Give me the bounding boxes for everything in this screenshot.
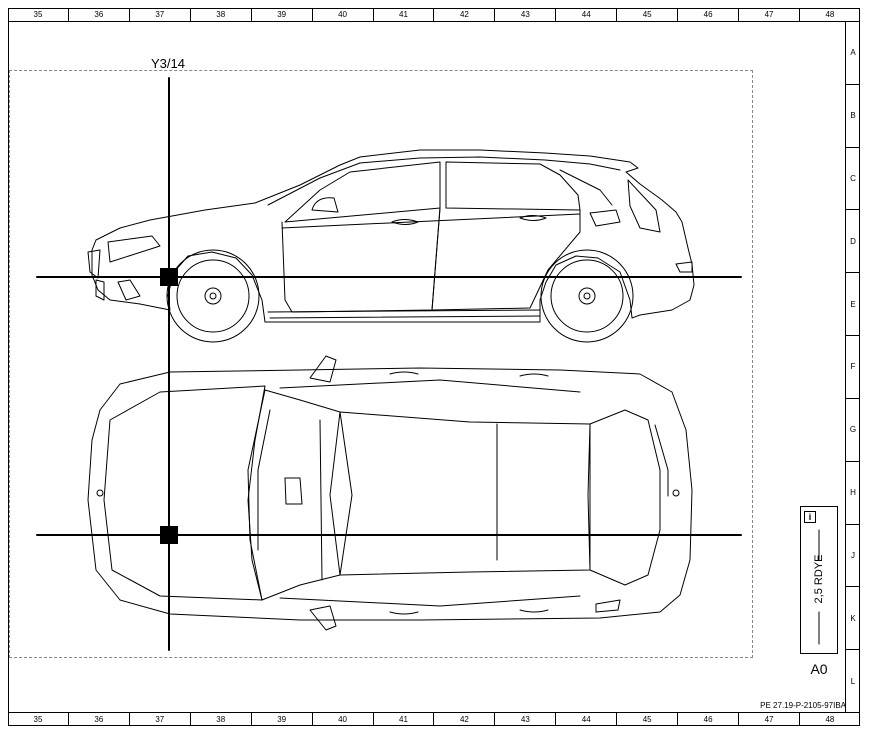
row-label: J — [846, 525, 860, 588]
wire-designation-text: 2,5 RDYE — [813, 554, 825, 604]
top-column-label: 39 — [252, 8, 313, 21]
top-column-label: 44 — [556, 8, 618, 21]
top-column-label: 43 — [495, 8, 557, 21]
top-column-label: 41 — [374, 8, 435, 21]
row-label: G — [846, 399, 860, 462]
bottom-column-label: 42 — [434, 713, 496, 726]
info-icon: i — [804, 511, 816, 523]
bottom-column-label: 48 — [825, 715, 835, 724]
drawing-number: PE 27.19-P-2105-97IBA — [760, 701, 846, 710]
ground-point-label: A0 — [810, 661, 828, 677]
top-column-label: 42 — [434, 8, 496, 21]
top-column-label: 47 — [739, 8, 800, 21]
row-label: F — [846, 336, 860, 399]
bottom-column-label: 43 — [495, 713, 557, 726]
row-label: D — [846, 210, 860, 274]
row-label: K — [846, 587, 860, 651]
bottom-column-label: 38 — [191, 713, 252, 726]
top-column-label: 37 — [130, 8, 191, 21]
bottom-column-label: 35 — [8, 713, 69, 726]
top-column-label: 40 — [313, 8, 374, 21]
bottom-column-label: 46 — [678, 713, 740, 726]
top-column-label: 38 — [191, 8, 252, 21]
row-label: A — [846, 22, 860, 85]
bottom-column-label: 39 — [252, 713, 313, 726]
ground-point-box — [800, 506, 838, 654]
side-view-vehicle — [87, 149, 695, 343]
bottom-column-label: 41 — [374, 713, 435, 726]
bottom-column-label: 45 — [617, 713, 679, 726]
bottom-column-label: 47 — [739, 713, 800, 726]
top-column-label: 46 — [678, 8, 740, 21]
bottom-column-label: 36 — [69, 713, 130, 726]
row-label: E — [846, 273, 860, 337]
vehicle-drawing-area — [9, 70, 753, 658]
top-column-label: 35 — [8, 8, 69, 21]
bottom-column-label: 44 — [556, 713, 618, 726]
connector-label: Y3/14 — [151, 56, 185, 71]
row-label: B — [846, 85, 860, 148]
top-view-vehicle — [87, 355, 693, 631]
top-column-label: 36 — [69, 8, 130, 21]
bottom-column-label: 37 — [130, 713, 191, 726]
row-label: C — [846, 148, 860, 211]
top-column-label: 48 — [825, 10, 835, 19]
component-marker-side — [160, 268, 178, 286]
top-column-label: 45 — [617, 8, 679, 21]
bottom-column-label: 40 — [313, 713, 374, 726]
locator-crosshair — [36, 77, 742, 651]
row-label: H — [846, 462, 860, 525]
row-label: L — [850, 676, 856, 686]
component-marker-top — [160, 526, 178, 544]
